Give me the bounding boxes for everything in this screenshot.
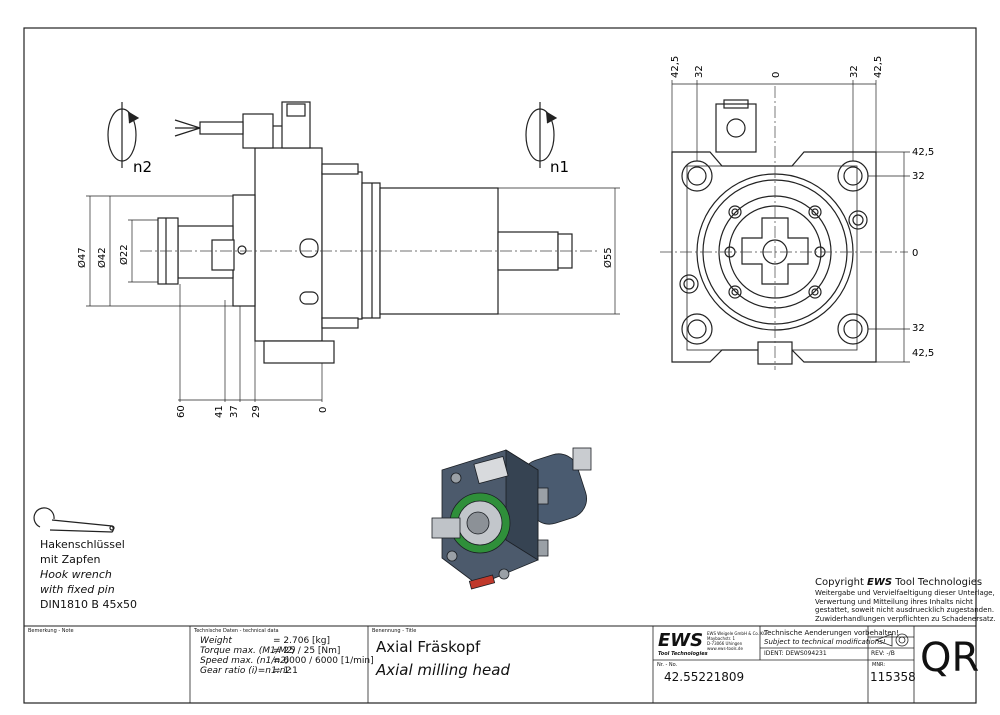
title-german: Axial Fräskopf: [376, 638, 481, 656]
revision: REV: -/B: [871, 650, 895, 657]
mnr-label: MNR:: [872, 662, 886, 668]
ident-number: IDENT: DEWS094231: [764, 650, 827, 657]
company-line-3: D-73066 Uhingen: [707, 641, 743, 646]
ews-logo-sub: Tool Technologies: [658, 651, 708, 657]
copyright-heading: Copyright EWS Tool Technologies: [815, 577, 996, 589]
rotation-label-n2: n2: [133, 158, 152, 176]
modification-note-en: Subject to technical modifications!: [764, 638, 886, 646]
company-line-4: www.ews-tools.de: [707, 646, 743, 651]
bottom-dim-29: 29: [251, 405, 262, 418]
dim-dia42: Ø42: [96, 247, 108, 268]
modification-note-de: Technische Aenderungen vorbehalten!: [764, 629, 899, 637]
copyright-suffix: Tool Technologies: [892, 577, 983, 588]
dim-dia55-label: Ø55: [602, 247, 614, 268]
ews-logo-text: EWS: [658, 630, 703, 651]
rotation-label-n1: n1: [550, 158, 569, 176]
top-dim-label: 32: [849, 65, 860, 78]
ews-logo: EWS Tool Technologies: [657, 629, 708, 657]
side-view: [157, 101, 573, 364]
wrench-note-de-1: Hakenschlüssel: [40, 538, 125, 551]
hook-wrench-note: Hakenschlüssel mit Zapfen Hook wrench wi…: [40, 537, 137, 612]
copyright-brand: EWS: [867, 577, 893, 588]
bottom-dim-29-label: 29: [251, 405, 262, 418]
copyright-line-2: Verwertung und Mitteilung ihres Inhalts …: [815, 597, 973, 606]
torque-label: Torque max. (M1/M2): [200, 646, 296, 656]
rotation-symbol-n2: [107, 102, 140, 168]
ratio-value: = 1:1: [273, 666, 298, 676]
drawing-number: 42.55221809: [664, 670, 745, 684]
drawing-border: [23, 27, 977, 704]
weight-label: Weight: [200, 636, 232, 646]
company-line-2: Maybachstr. 1: [707, 636, 736, 641]
end-view: [671, 99, 877, 365]
company-line-1: EWS Weigele GmbH & Co. KG: [707, 631, 767, 636]
dim-dia47: Ø47: [76, 247, 88, 268]
bottom-dim-41: 41: [214, 405, 225, 418]
number-label: Nr. - No.: [657, 662, 678, 668]
wrench-note-din: DIN1810 B 45x50: [40, 598, 137, 611]
rotation-symbol-n1: [525, 102, 558, 168]
top-dim-42-5-right: 42,5: [873, 56, 884, 78]
right-dim-0: 0: [912, 248, 918, 259]
dim-dia47-label: Ø47: [76, 247, 88, 268]
right-dim-32-bottom: 32: [912, 323, 925, 334]
title-english: Axial milling head: [376, 661, 510, 679]
hook-wrench-icon: [33, 507, 115, 533]
copyright-line-1: Weitergabe und Vervielfaeltigung dieser …: [815, 589, 995, 597]
copyright-notice: Copyright EWS Tool Technologies Weiterga…: [815, 577, 996, 623]
bottom-dim-0-label: 0: [318, 407, 329, 413]
side-view-dimension-lines: [86, 187, 620, 402]
copyright-line-3: gestattet, soweit nicht ausdruecklich zu…: [815, 606, 995, 614]
wrench-note-en-1: Hook wrench: [40, 568, 112, 581]
projection-symbol-icon: [874, 633, 909, 647]
dim-dia22-label: Ø22: [118, 244, 130, 265]
tech-data-label: Technische Daten - technical data: [194, 628, 279, 634]
top-dim-label: 32: [694, 65, 705, 78]
remark-label: Bemerkung - Note: [28, 628, 74, 634]
torque-value: = 25 / 25 [Nm]: [273, 646, 341, 656]
copyright-prefix: Copyright: [815, 577, 868, 588]
title-label: Benennung - Title: [372, 628, 417, 634]
bottom-dim-41-label: 41: [214, 405, 225, 418]
top-dim-label: 0: [771, 72, 782, 78]
bottom-dim-0: 0: [318, 407, 329, 413]
right-dim-32-top: 32: [912, 171, 925, 182]
top-dim-0: 0: [771, 72, 782, 78]
mnr-number: 115358: [870, 670, 916, 684]
end-view-dimension-lines: [671, 80, 910, 363]
bottom-dim-60: 60: [176, 405, 187, 418]
top-dim-32-left: 32: [694, 65, 705, 78]
right-dim-42-5-top: 42,5: [912, 147, 934, 158]
top-dim-label: 42,5: [873, 56, 884, 78]
top-dim-42-5-left: 42,5: [670, 56, 681, 78]
dim-dia22: Ø22: [118, 244, 130, 265]
top-dim-32-right: 32: [849, 65, 860, 78]
speed-value: = 6000 / 6000 [1/min]: [273, 656, 374, 666]
speed-label: Speed max. (n1/n2): [200, 656, 290, 666]
top-dim-label: 42,5: [670, 56, 681, 78]
weight-value: = 2.706 [kg]: [273, 636, 330, 646]
dim-dia55: Ø55: [602, 247, 614, 268]
isometric-render: [431, 447, 592, 590]
copyright-line-4: Zuwiderhandlungen verpflichten zu Schade…: [815, 614, 996, 623]
bottom-dim-37-label: 37: [229, 405, 240, 418]
dim-dia42-label: Ø42: [96, 247, 108, 268]
bottom-dim-60-label: 60: [176, 405, 187, 418]
bottom-dim-37: 37: [229, 405, 240, 418]
ratio-label: Gear ratio (i)=n1:n2: [200, 666, 292, 676]
right-dim-42-5-bottom: 42,5: [912, 348, 934, 359]
title-block-grid: [189, 626, 915, 703]
wrench-note-en-2: with fixed pin: [40, 583, 115, 596]
qr-code-label: QR: [920, 635, 980, 681]
wrench-note-de-2: mit Zapfen: [40, 553, 101, 566]
